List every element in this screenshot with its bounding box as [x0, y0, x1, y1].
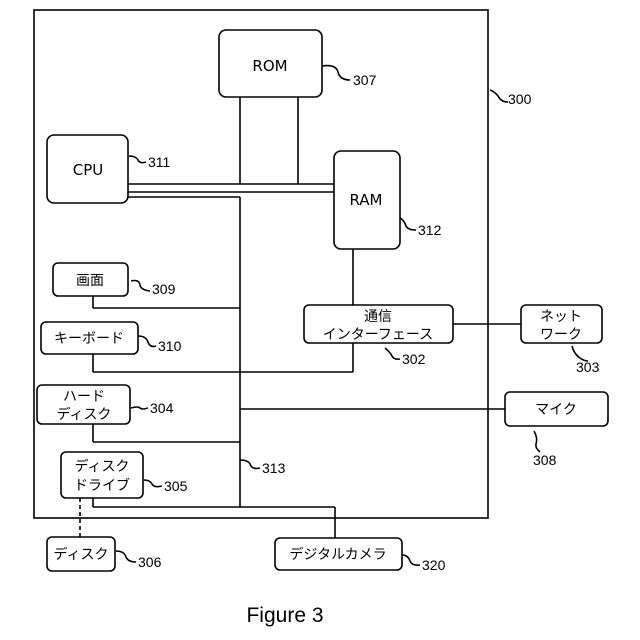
network-label-line1: ネット [540, 309, 582, 325]
connection-lines [80, 97, 521, 538]
comm-label-line1: 通信 [364, 309, 392, 325]
comm-interface-block: 通信 インターフェース [304, 305, 453, 343]
disk-label: ディスク [53, 546, 108, 563]
ref-311: 311 [148, 154, 171, 170]
ref-303: 303 [576, 359, 600, 375]
drive-label-line2: ドライブ [74, 477, 130, 494]
network-block: ネット ワーク [521, 305, 602, 343]
camera-label: デジタルカメラ [289, 546, 386, 563]
hard-disk-block: ハード ディスク [37, 385, 130, 424]
drive-label-line1: ディスク [74, 458, 129, 475]
ref-302: 302 [402, 351, 426, 367]
ref-308: 308 [533, 452, 557, 468]
figure-caption: Figure 3 [246, 604, 323, 627]
rom-label: ROM [252, 57, 287, 75]
mic-label: マイク [535, 402, 577, 418]
ref-305: 305 [164, 478, 188, 494]
keyboard-block: キーボード [41, 322, 138, 354]
ref-320: 320 [422, 557, 446, 573]
ram-label: RAM [349, 191, 382, 209]
disk-block: ディスク [47, 537, 115, 571]
hdd-label-line1: ハード [63, 389, 105, 405]
ram-block: RAM [334, 151, 400, 249]
network-label-line2: ワーク [540, 327, 582, 343]
mic-block: マイク [505, 392, 608, 426]
ref-313: 313 [262, 460, 286, 476]
ref-312: 312 [418, 222, 442, 238]
disk-drive-block: ディスク ドライブ [61, 452, 143, 498]
ref-306: 306 [138, 554, 162, 570]
keyboard-label: キーボード [54, 331, 124, 347]
cpu-block: CPU [47, 135, 128, 203]
hdd-label-line2: ディスク [56, 406, 111, 423]
rom-block: ROM [219, 30, 322, 97]
ref-307: 307 [353, 72, 377, 88]
cpu-label: CPU [73, 161, 104, 179]
ref-309: 309 [152, 281, 176, 297]
ref-310: 310 [158, 338, 182, 354]
ref-304: 304 [150, 400, 174, 416]
ref-300: 300 [508, 91, 532, 107]
comm-label-line2: インターフェース [323, 327, 433, 343]
screen-block: 画面 [53, 263, 128, 296]
digital-camera-block: デジタルカメラ [275, 538, 402, 570]
screen-label: 画面 [76, 273, 104, 289]
